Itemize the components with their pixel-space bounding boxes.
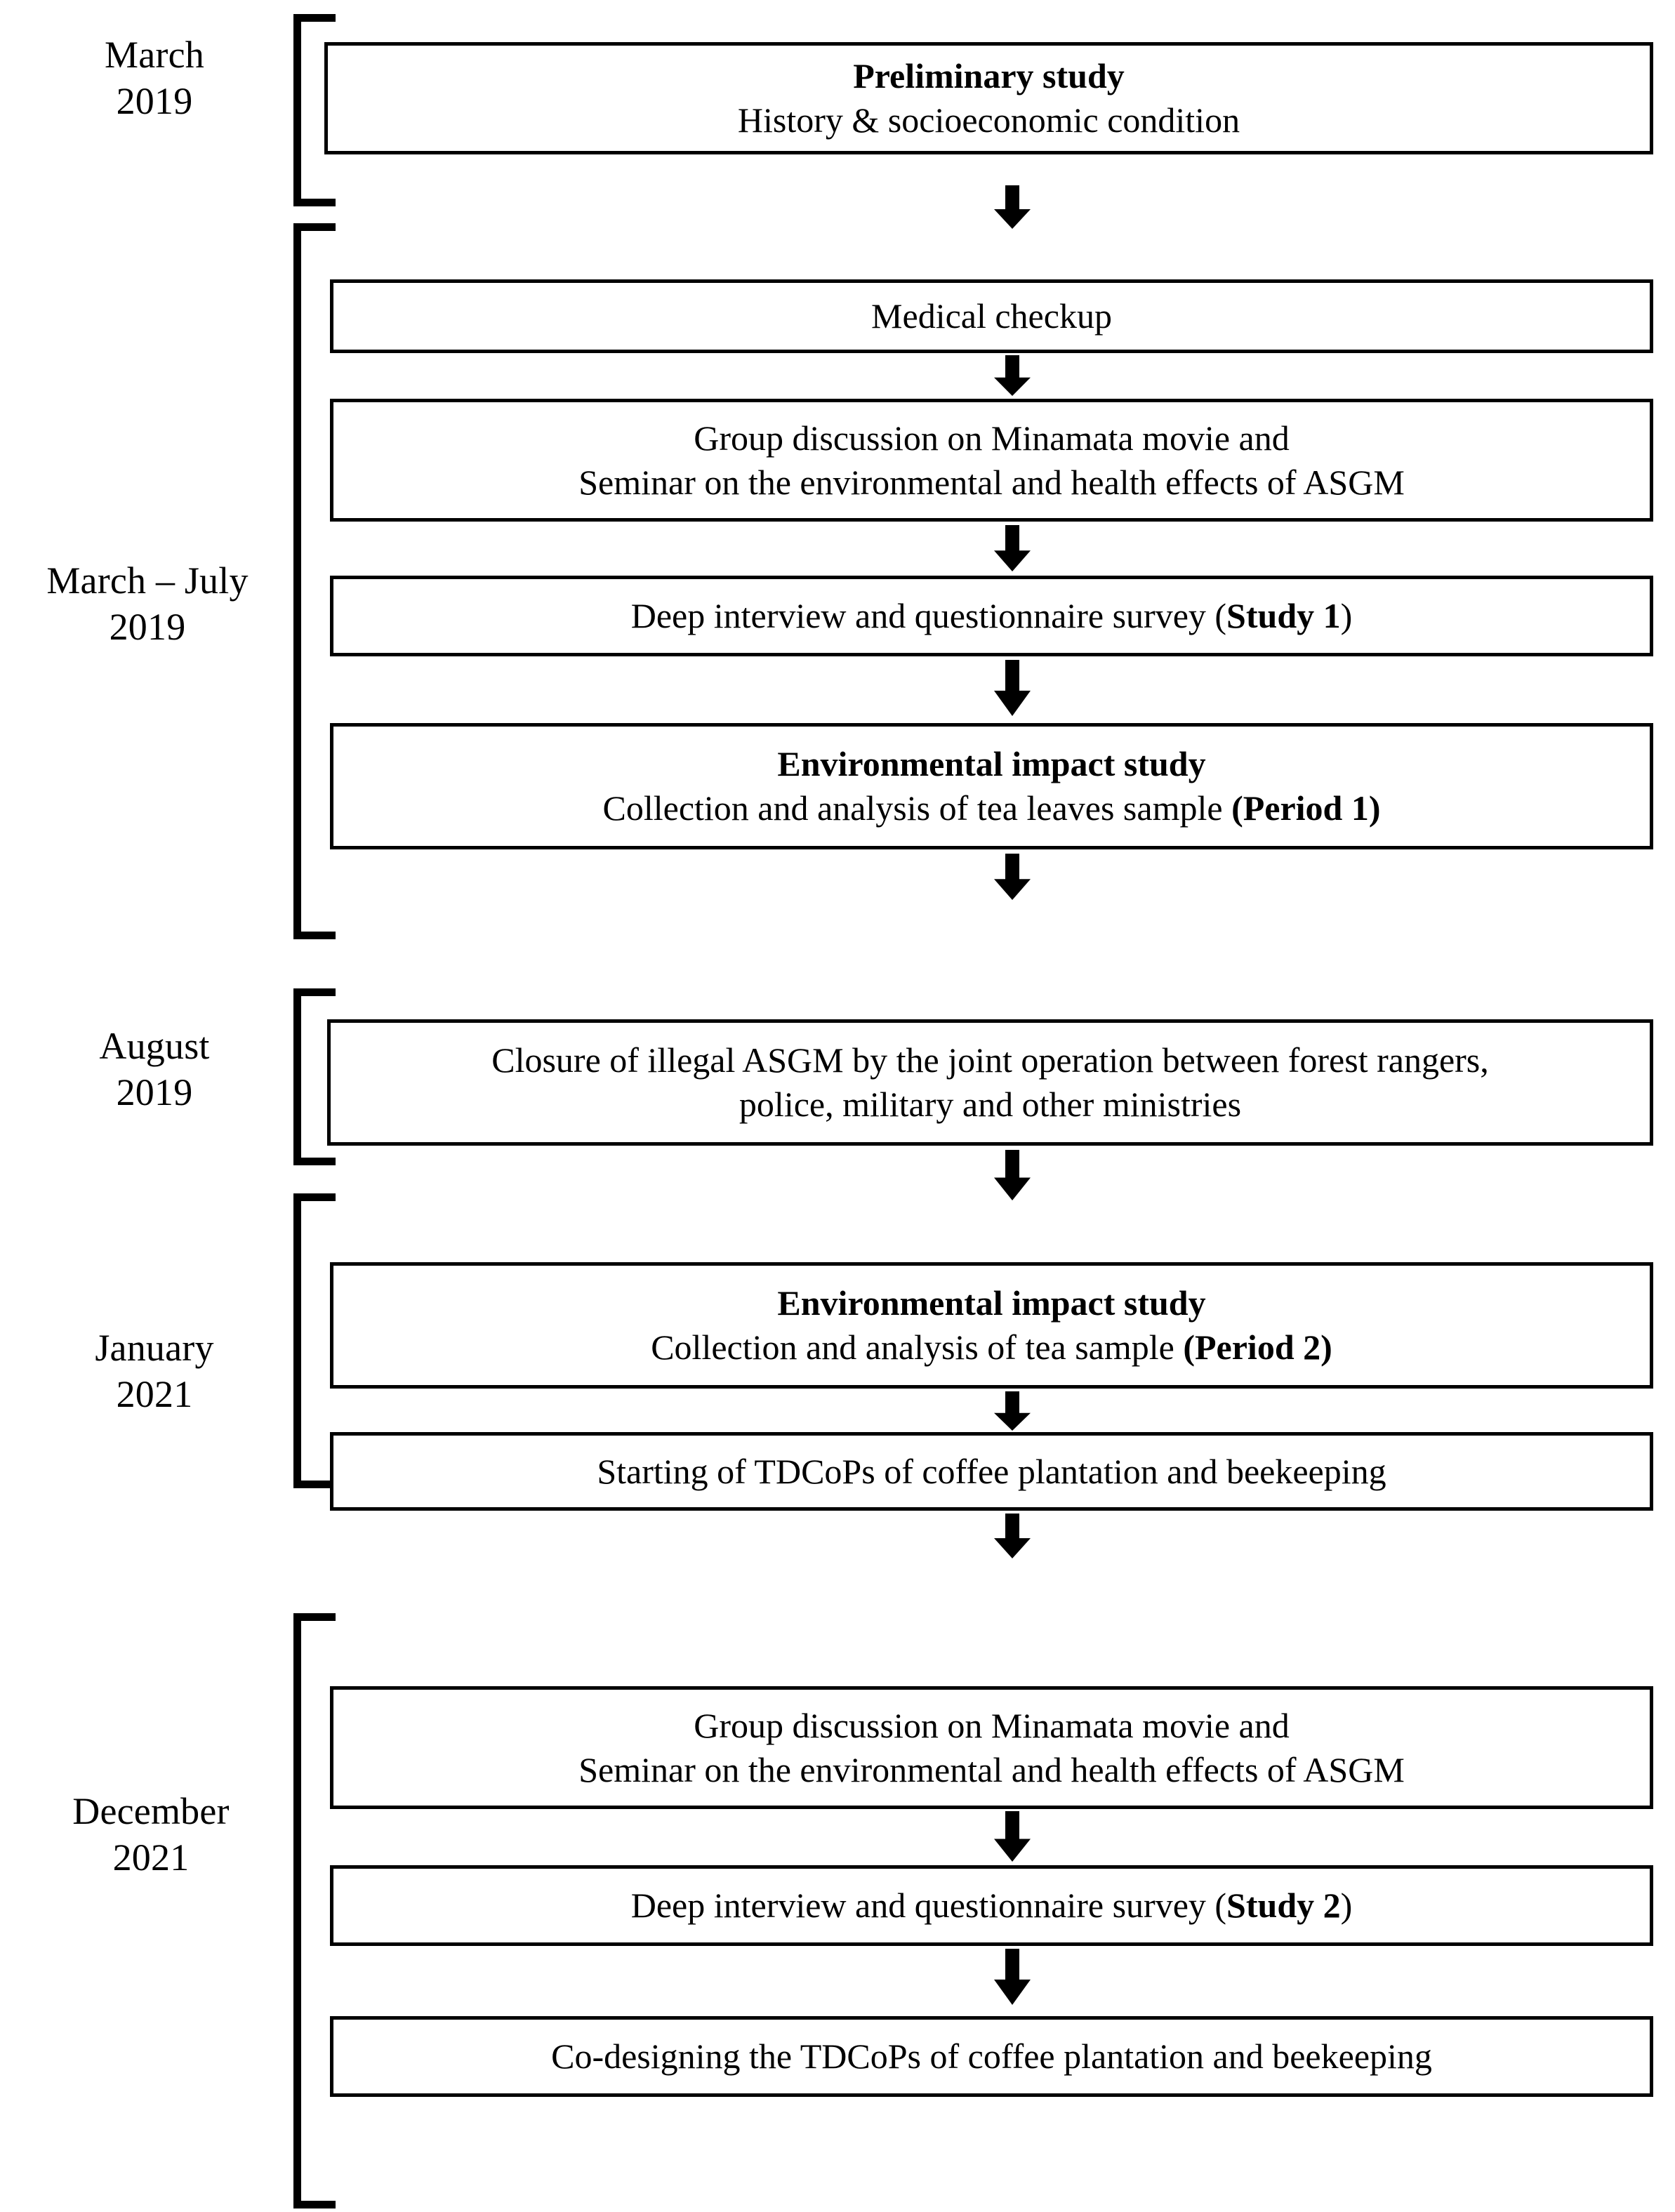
box-co-designing-tdcops[interactable]: Co-designing the TDCoPs of coffee planta…: [330, 2016, 1653, 2097]
period-label-january-2021: January 2021: [95, 1327, 214, 1415]
arrow-environmental-1-to-closure: [991, 854, 1034, 900]
box-medical-checkup[interactable]: Medical checkup: [330, 279, 1653, 353]
period-label-march-2019: March 2019: [105, 34, 204, 122]
arrow-medical-to-group-discussion: [991, 355, 1034, 396]
arrow-starting-tdcops-to-group-discussion-2: [991, 1514, 1034, 1558]
box-closure-of-illegal-asgm[interactable]: Closure of illegal ASGM by the joint ope…: [327, 1019, 1653, 1146]
bracket-december-2021: [293, 1613, 336, 2208]
arrow-deep-interview-to-environmental-1: [991, 660, 1034, 716]
arrow-closure-to-environmental-2: [991, 1150, 1034, 1200]
period-label-august-2019: August 2019: [99, 1025, 210, 1113]
arrow-group-discussion-2-to-deep-interview-2: [991, 1811, 1034, 1862]
box-deep-interview-study-2-text: Deep interview and questionnaire survey …: [630, 1886, 1353, 1925]
period-label-march-july-2019: March – July 2019: [46, 559, 249, 648]
box-deep-interview-study-1[interactable]: Deep interview and questionnaire survey …: [330, 576, 1653, 656]
arrow-environmental-2-to-starting-tdcops: [991, 1391, 1034, 1431]
box-closure-of-illegal-asgm-text: Closure of illegal ASGM by the joint ope…: [491, 1040, 1489, 1124]
box-co-designing-tdcops-text: Co-designing the TDCoPs of coffee planta…: [551, 2037, 1432, 2076]
box-starting-tdcops-text: Starting of TDCoPs of coffee plantation …: [597, 1451, 1386, 1491]
period-label-december-2021: December 2021: [72, 1790, 230, 1879]
bracket-january-2021: [293, 1193, 336, 1488]
arrow-group-discussion-to-deep-interview: [991, 525, 1034, 571]
bracket-march-july-2019: [293, 223, 336, 939]
arrow-deep-interview-2-to-co-designing: [991, 1949, 1034, 2005]
arrow-preliminary-to-medical: [991, 185, 1034, 229]
box-deep-interview-study-1-text: Deep interview and questionnaire survey …: [630, 596, 1353, 635]
box-deep-interview-study-2[interactable]: Deep interview and questionnaire survey …: [330, 1865, 1653, 1946]
box-medical-checkup-text: Medical checkup: [871, 296, 1112, 336]
box-starting-tdcops[interactable]: Starting of TDCoPs of coffee plantation …: [330, 1432, 1653, 1511]
